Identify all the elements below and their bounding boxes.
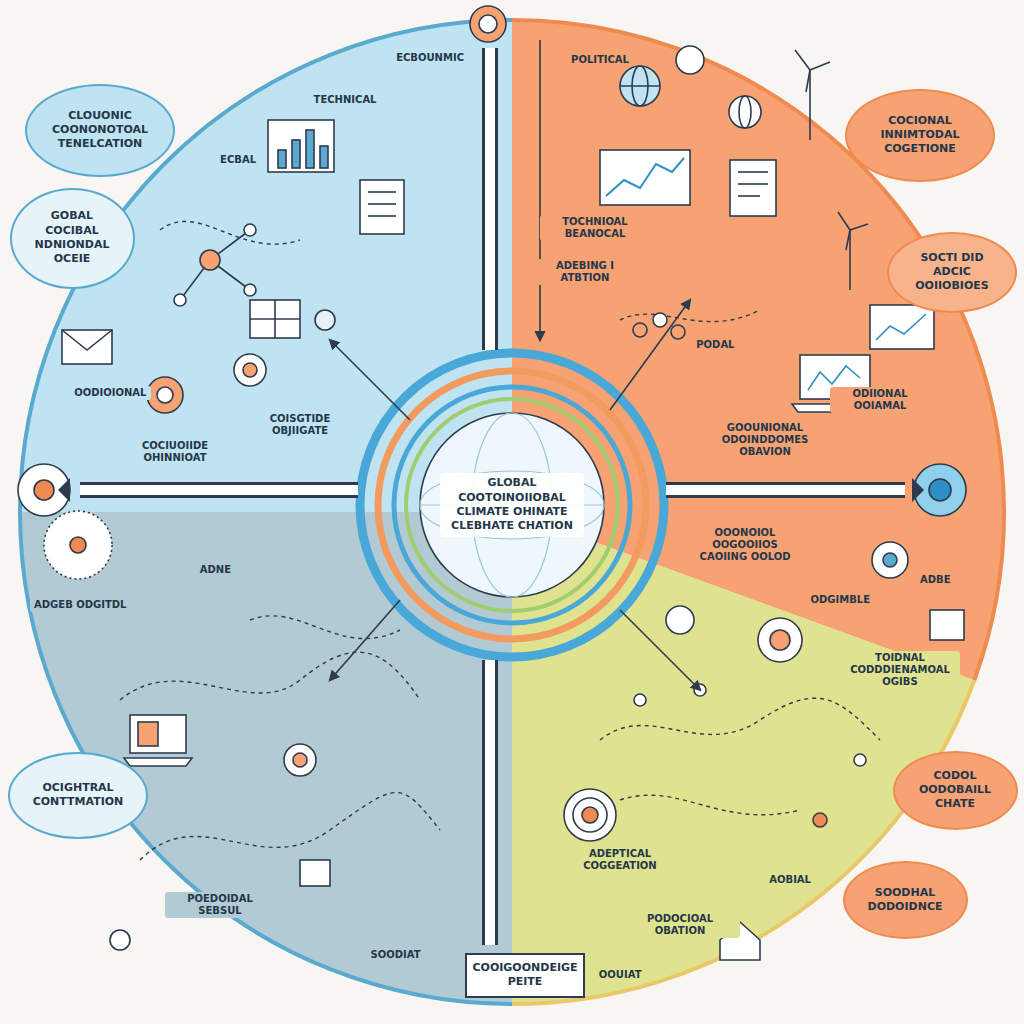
topic-label: ADEPTICAL COGGEATION [560,847,680,873]
node-text: COCIONAL INNIMTODAL COGETIONE [867,114,973,157]
topic-label: PODOCIOAL OBATION [620,912,740,938]
topic-label: ADBE [916,573,955,587]
topic-label: SOODIAT [366,948,425,962]
node-text: CLOUONIC COONONOTOAL TENELCATION [47,109,153,152]
pipes [58,48,924,945]
topic-label: AOBIAL [765,873,815,887]
node-text: CODOL OODOBAILL CHATE [915,769,996,812]
topic-label: TOCHNIOAL BEANOCAL [540,215,650,241]
topic-label: GOOUNIONAL ODOINDDOMES OBAVION [705,421,825,459]
thin-arrows [330,40,700,690]
topic-label: PODAL [692,338,739,352]
topic-bubble: CLOUONIC COONONOTOAL TENELCATION [25,84,175,177]
icons [18,6,966,960]
topic-bubble: COCIONAL INNIMTODAL COGETIONE [845,89,995,182]
topic-label: POEDOIDAL SEBSUL [165,892,275,918]
topic-label: TECHNICAL [310,93,381,107]
dashed-paths [120,221,880,860]
node-text: GOBAL COCIBAL NDNIONDAL OCEIE [32,209,113,266]
topic-label: ODIIONAL OOIAMAL [830,387,930,413]
topic-bubble: OCIGHTRAL CONTTMATION [8,752,148,839]
topic-bubble: SOCTI DID ADCIC OOIIOBIOES [887,232,1017,313]
topic-label: COCIUOIIDE OHINNIOAT [120,439,230,465]
center-globe: GLOBAL COOTOINOIIOBAL CLIMATE OHINATE CL… [422,415,602,595]
node-text: COOIGOONDEIGE PEITE [472,961,577,990]
quadrants [20,20,1004,1004]
topic-label: ADGEB ODGITDL [30,598,131,612]
globe [420,413,604,597]
topic-label: ECBAL [216,153,260,167]
topic-bubble: CODOL OODOBAILL CHATE [893,751,1018,830]
topic-label: COISGTIDE OBJIIGATE [250,412,350,438]
topic-label: ADNE [195,563,235,577]
topic-label: ECBOUNMIC [392,51,468,65]
topic-label: TOIDNAL CODDDIENAMOAL OGIBS [840,651,960,689]
topic-label: OOONOIOL OOGOOIIOS CAOIING OOLOD [685,526,805,564]
node-text: SOODHAL DODOIDNCE [865,886,946,915]
topic-bubble: GOBAL COCIBAL NDNIONDAL OCEIE [10,188,135,289]
node-text: SOCTI DID ADCIC OOIIOBIOES [909,251,995,294]
node-text: OCIGHTRAL CONTTMATION [30,781,126,810]
topic-label: OOUIAT [595,968,646,982]
label-box: COOIGOONDEIGE PEITE [465,953,585,998]
topic-label: ODGIMBLE [806,593,874,607]
topic-label: OODIOIONAL [70,386,151,400]
node-text: GLOBAL COOTOINOIIOBAL CLIMATE OHINATE CL… [440,473,584,536]
topic-label: POLITICAL [567,53,633,67]
topic-bubble: SOODHAL DODOIDNCE [843,861,968,939]
topic-label: ADEBING I ATBTION [530,259,640,285]
